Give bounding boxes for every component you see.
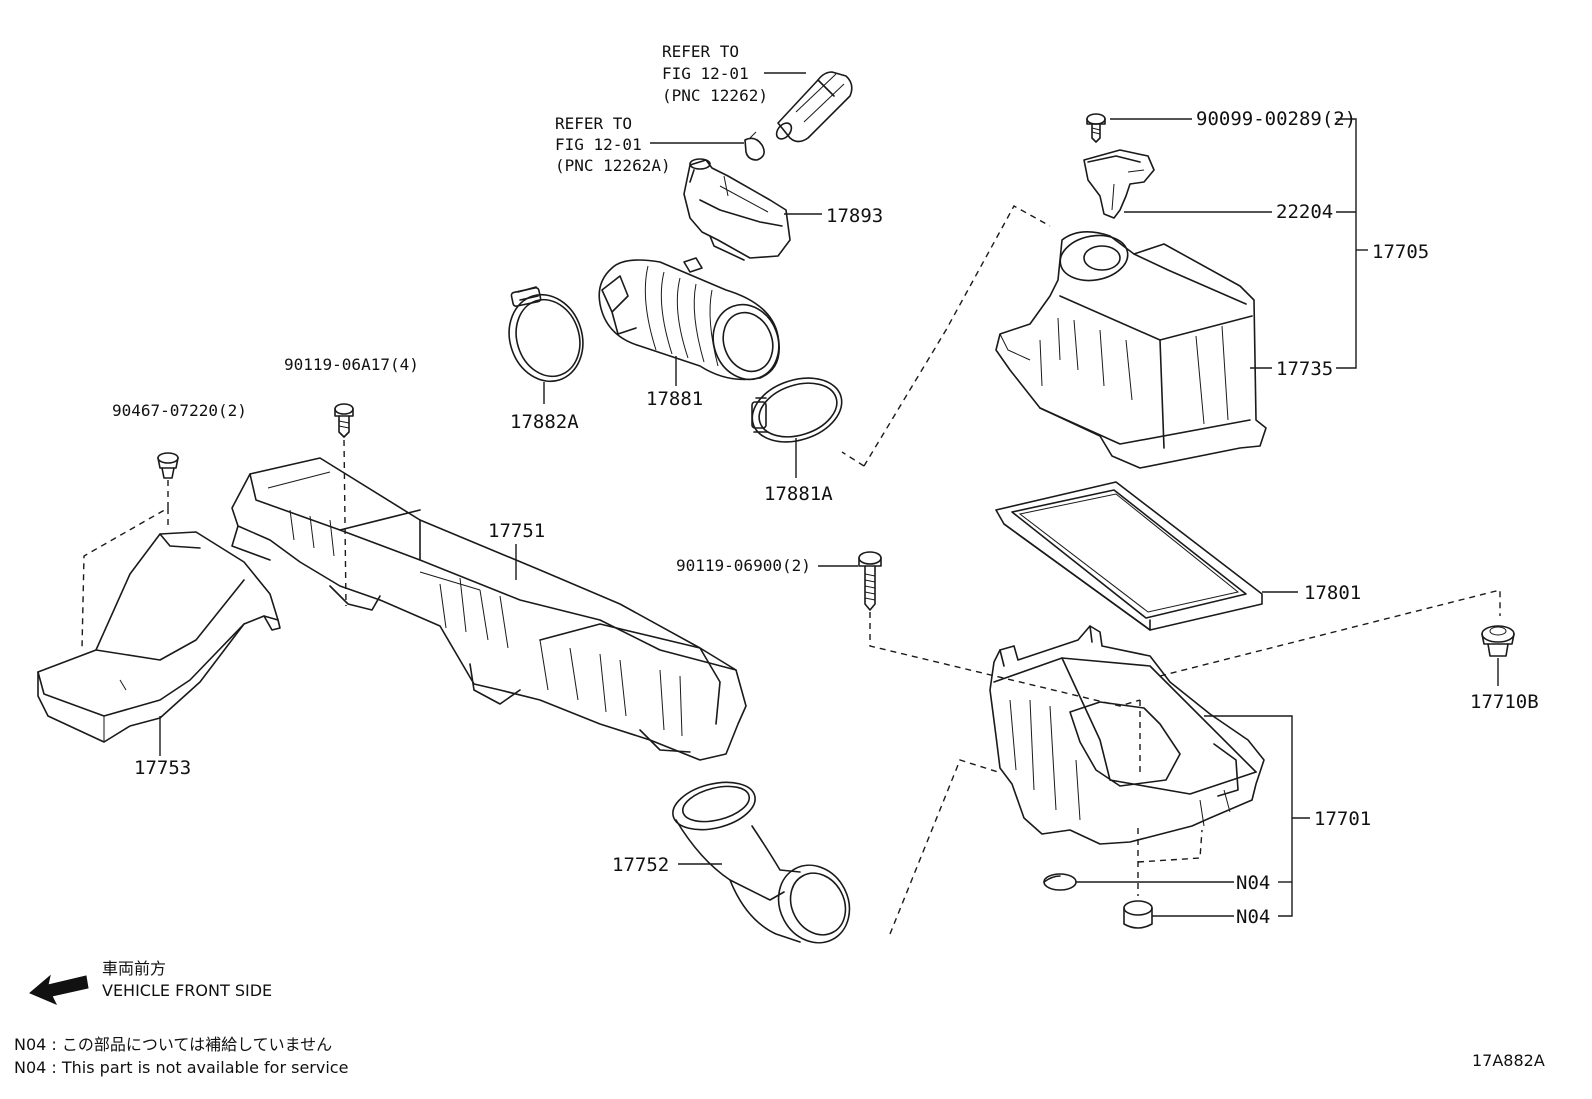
ref1-line2: FIG 12-01 <box>662 64 749 83</box>
bolt-90119-06900-drawing <box>858 551 882 611</box>
reference-2: REFER TO FIG 12-01 (PNC 12262A) <box>555 114 671 175</box>
label-17801: 17801 <box>1304 582 1361 604</box>
n04-plug-drawing <box>1043 873 1077 891</box>
grommet-17710B-drawing <box>1481 625 1515 657</box>
bolt-90099-drawing <box>1086 113 1106 143</box>
label-17751: 17751 <box>488 520 545 542</box>
direction-en: VEHICLE FRONT SIDE <box>102 981 272 1000</box>
label-17701: 17701 <box>1314 808 1371 830</box>
label-17893: 17893 <box>826 205 883 227</box>
filter-element-17801-drawing <box>995 481 1263 631</box>
ref1-line1: REFER TO <box>662 42 739 61</box>
label-90467: 90467-07220(2) <box>112 401 247 420</box>
elbow-17752-drawing <box>672 781 851 944</box>
label-n04-b: N04 <box>1236 906 1270 928</box>
ref2-line1: REFER TO <box>555 114 632 133</box>
duct-cover-17753-drawing <box>37 531 281 743</box>
label-90119-06A17: 90119-06A17(4) <box>284 355 419 374</box>
label-17753: 17753 <box>134 757 191 779</box>
duct-17751-drawing <box>231 457 747 761</box>
front-arrow-icon <box>29 974 89 1005</box>
label-17881: 17881 <box>646 388 703 410</box>
intake-hose-17881-drawing <box>598 257 780 381</box>
label-22204: 22204 <box>1276 201 1333 223</box>
ref2-line3: (PNC 12262A) <box>555 156 671 175</box>
hose-12262-drawing <box>775 71 853 143</box>
ref2-line2: FIG 12-01 <box>555 135 642 154</box>
clip-12262A-drawing <box>744 131 765 161</box>
front-direction-indicator: 車両前方 VEHICLE FRONT SIDE <box>29 959 272 1005</box>
leader-lines <box>159 72 1499 917</box>
reference-1: REFER TO FIG 12-01 (PNC 12262) <box>662 42 768 105</box>
clamp-17881A-drawing <box>751 377 843 443</box>
label-90119-06900: 90119-06900(2) <box>676 556 811 575</box>
clip-90467-drawing <box>157 452 179 479</box>
direction-jp: 車両前方 <box>102 959 166 978</box>
phantom-lines <box>81 205 1501 935</box>
label-17882A: 17882A <box>510 411 579 433</box>
label-17881A: 17881A <box>764 483 833 505</box>
resonator-17893-drawing <box>683 158 791 261</box>
ref1-line3: (PNC 12262) <box>662 86 768 105</box>
label-17735: 17735 <box>1276 358 1333 380</box>
bolt-90119-06A17-drawing <box>334 403 354 438</box>
lower-case-17701-drawing <box>989 625 1265 845</box>
sensor-22204-drawing <box>1083 149 1155 219</box>
label-90099: 90099-00289(2) <box>1196 108 1356 130</box>
diagram-id: 17A882A <box>1472 1051 1545 1070</box>
n04-cap-drawing <box>1123 900 1153 929</box>
note-jp: N04 : この部品については補給していません <box>14 1035 332 1054</box>
label-17710B: 17710B <box>1470 691 1539 713</box>
clamp-17882A-drawing <box>508 286 584 383</box>
label-17705: 17705 <box>1372 241 1429 263</box>
label-17752: 17752 <box>612 854 669 876</box>
air-cleaner-cap-17735-drawing <box>995 231 1267 469</box>
label-n04-a: N04 <box>1236 872 1270 894</box>
note-en: N04 : This part is not available for ser… <box>14 1058 348 1077</box>
